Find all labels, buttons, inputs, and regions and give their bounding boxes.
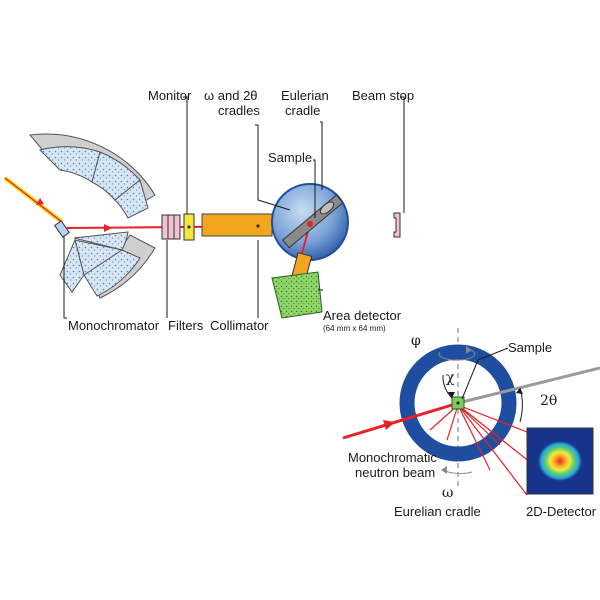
label-2d-detector: 2D-Detector (526, 504, 597, 519)
top-leaders (63, 96, 405, 319)
filters-block (161, 214, 181, 240)
label-cradles-2: cradles (218, 103, 260, 118)
label-two-theta: 2θ (540, 393, 557, 409)
label-beam-stop: Beam stop (352, 88, 414, 103)
chi-arrow (448, 392, 455, 398)
label-eulerian-1: Eulerian (281, 88, 329, 103)
cradle-arm-knob (319, 201, 335, 215)
phi-arrow-head (466, 346, 472, 354)
monochromatic-beam-arrow (383, 420, 395, 430)
monitor-dot (187, 225, 191, 229)
phi-rotation-arrow (438, 349, 476, 361)
omega-rotation-arrow (443, 469, 473, 474)
label-eurelian-cradle: Eurelian cradle (394, 504, 481, 519)
two-theta-arrow (516, 388, 523, 394)
detector-2d-spot (538, 441, 582, 481)
sample-center (456, 401, 460, 405)
label-collimator: Collimator (210, 318, 269, 333)
incoming-beam-arrow (36, 198, 44, 205)
label-sample-top: Sample (268, 150, 312, 165)
sample-top (307, 221, 313, 227)
monochromator-crystal (54, 220, 70, 238)
chi-arc (442, 374, 453, 399)
label-beam-2: neutron beam (355, 465, 435, 480)
detector-arm (457, 366, 600, 405)
area-detector (271, 252, 323, 319)
label-area-detector-size: (64 mm x 64 mm) (323, 324, 386, 333)
label-phi: φ (411, 333, 421, 349)
label-sample-bottom: Sample (508, 340, 552, 355)
label-filters: Filters (168, 318, 204, 333)
label-cradles-1: ω and 2θ (204, 88, 258, 103)
main-beam-arrow (104, 224, 112, 232)
omega-arrow-head (441, 466, 447, 474)
incoming-beam-core (4, 177, 63, 223)
monochromator-drum (39, 146, 149, 297)
label-beam-1: Monochromatic (348, 450, 437, 465)
label-monitor: Monitor (148, 88, 192, 103)
label-monochromator: Monochromator (68, 318, 160, 333)
label-chi: χ (446, 370, 455, 386)
label-omega: ω (442, 485, 453, 501)
scattered-rays (429, 404, 541, 496)
label-eulerian-2: cradle (285, 103, 320, 118)
collimator-dot (256, 224, 260, 228)
eulerian-cradle-ring (399, 344, 517, 462)
label-area-detector: Area detector (323, 308, 402, 323)
collimator-tube (201, 213, 273, 237)
beam-stop (393, 212, 401, 238)
monochromatic-beam (342, 403, 453, 440)
sample-leader (461, 347, 509, 400)
